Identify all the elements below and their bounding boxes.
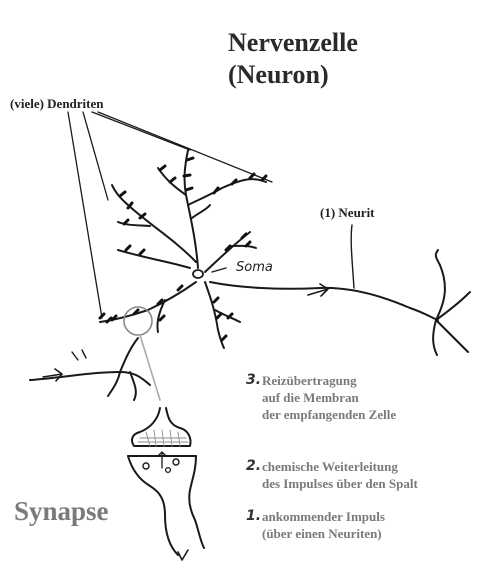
step-1-number: 1. (246, 508, 261, 524)
step-3-number: 3. (246, 372, 261, 388)
axon-terminals (433, 250, 470, 355)
dendritic-spine (107, 318, 111, 322)
step-2-line-2: des Impulses über den Spalt (262, 475, 418, 492)
dendritic-spine (126, 246, 130, 250)
dendritic-spine (120, 192, 125, 196)
dendritic-spine (184, 175, 190, 176)
synapse-enlarged (128, 408, 204, 560)
dendritic-spine (217, 314, 221, 318)
soma-body (193, 270, 203, 278)
step-3-line-3: der empfangenden Zelle (262, 406, 396, 423)
dendrites-label: (viele) Dendriten (10, 96, 104, 112)
step-3-line-1: Reizübertragung (262, 372, 396, 389)
step-2-number: 2. (246, 458, 261, 474)
neurite-arrow (308, 284, 328, 296)
neurite-axon (210, 282, 438, 320)
dendritic-spine (160, 166, 165, 170)
dendritic-spine (242, 234, 246, 238)
dendritic-spine (186, 188, 192, 190)
synapse-label: Synapse (14, 496, 109, 527)
dendritic-spine (187, 158, 193, 160)
soma-label: Soma (236, 260, 273, 275)
soma-pointer (212, 268, 226, 272)
dendritic-spine (178, 286, 182, 290)
step-1-line-1: ankommender Impuls (262, 508, 385, 525)
dendritic-spine (170, 178, 175, 182)
step-2-text: chemische Weiterleitung des Impulses übe… (262, 458, 418, 492)
dendritic-spine (250, 174, 254, 178)
step-1-text: ankommender Impuls (über einen Neuriten) (262, 508, 385, 542)
dendritic-spine (140, 250, 144, 254)
step-3-text: Reizübertragung auf die Membran der empf… (262, 372, 396, 423)
dendritic-spine (100, 314, 104, 318)
title-line-1: Nervenzelle (228, 28, 358, 58)
dendritic-spine (222, 336, 226, 340)
neurite-label: (1) Neurit (320, 205, 375, 221)
dendritic-spine (214, 188, 218, 193)
dendritic-spine (246, 242, 250, 246)
dendritic-spine (214, 298, 218, 302)
step-2-line-1: chemische Weiterleitung (262, 458, 418, 475)
step-1-line-2: (über einen Neuriten) (262, 525, 385, 542)
neurite-pointer (351, 225, 354, 288)
dendritic-spine (160, 316, 164, 320)
title-line-2: (Neuron) (228, 60, 329, 90)
step-3-line-2: auf die Membran (262, 389, 396, 406)
